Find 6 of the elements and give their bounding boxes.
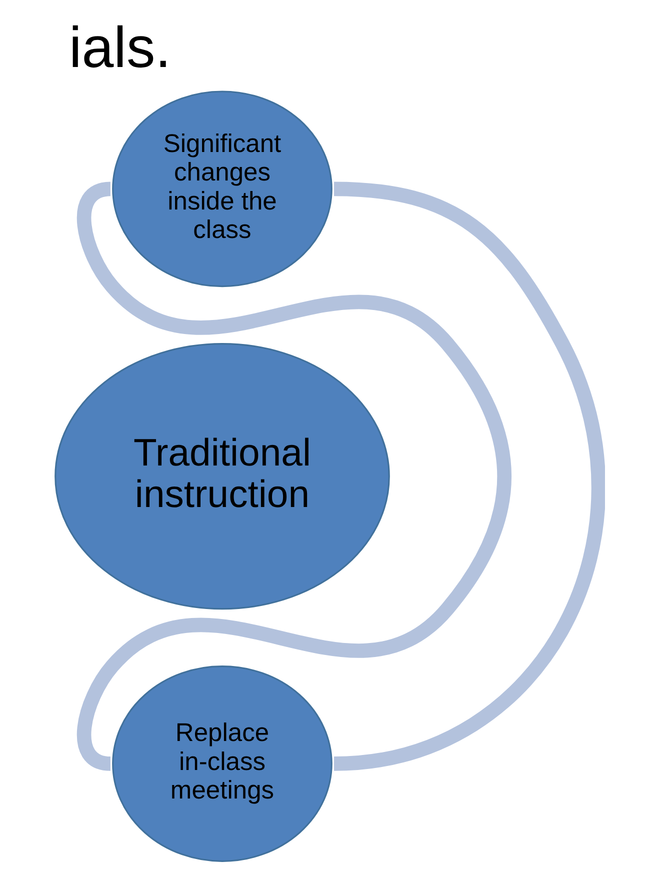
node-ellipse: Significant changes inside the class [112,90,332,288]
connector [333,182,605,771]
node-ellipse: Replace in-class meetings [112,666,332,862]
diagram-title: ials. [68,16,172,80]
connector [77,182,512,771]
node-ellipse: Traditional instruction [54,343,390,610]
